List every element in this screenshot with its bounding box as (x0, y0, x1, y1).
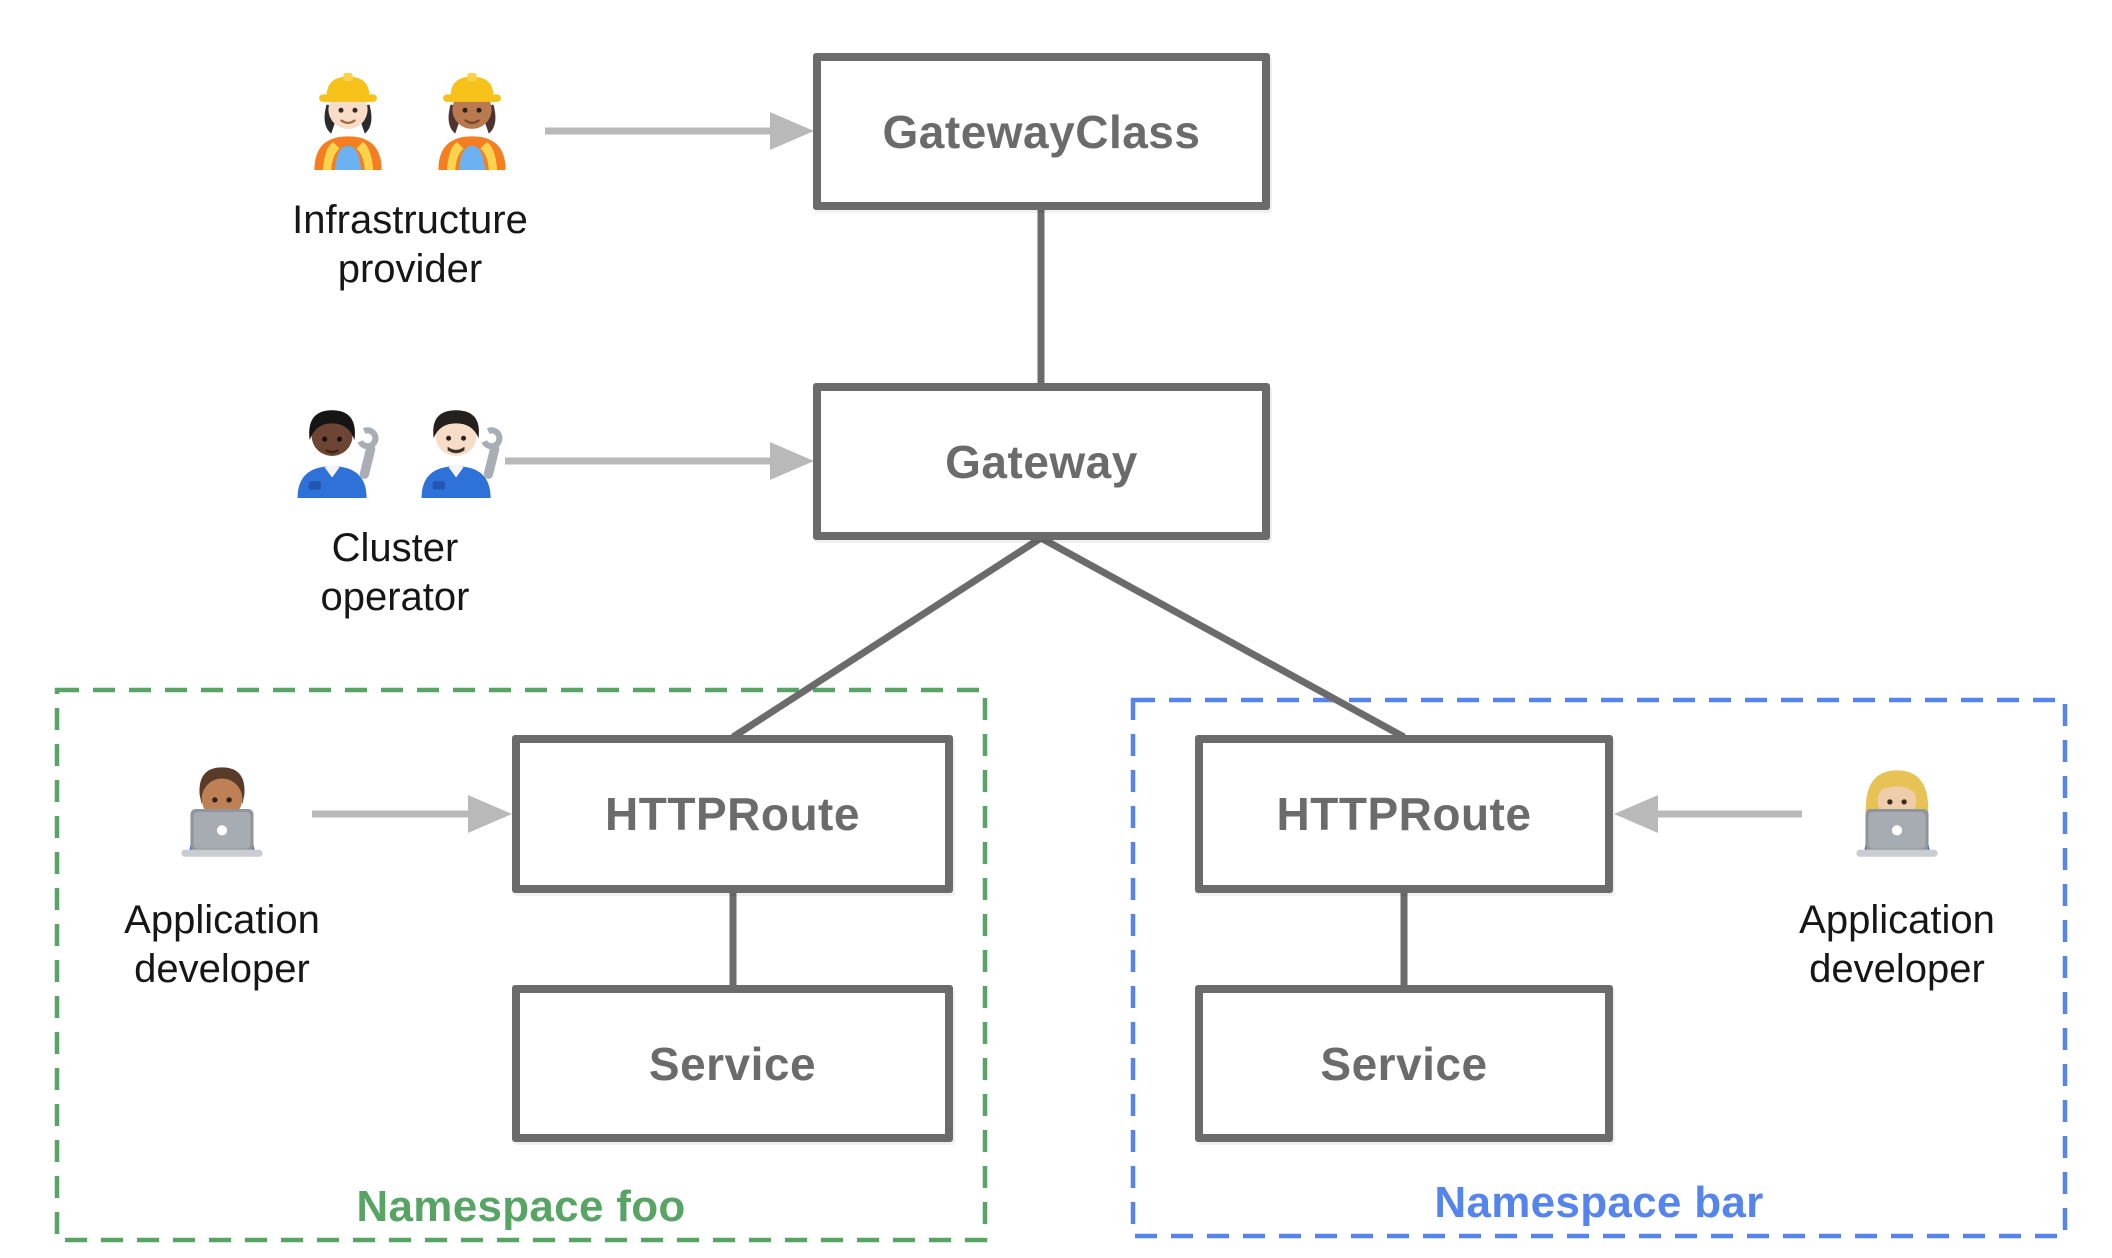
persona-cluster-operator: Cluster operator (270, 386, 520, 622)
arrowhead-icon (770, 442, 814, 480)
service-foo-node: Service (512, 985, 953, 1142)
arrowhead-icon (1614, 795, 1658, 833)
persona-icons (292, 58, 528, 170)
man-technologist-icon (181, 767, 263, 857)
arrow-developer-to-httproute-foo (312, 795, 512, 833)
arrow-developer-to-httproute-bar (1614, 795, 1802, 833)
gateway-node: Gateway (813, 383, 1270, 540)
gatewayclass-label: GatewayClass (882, 105, 1201, 158)
arrow-infrastructure-provider-to-gatewayclass (545, 112, 814, 150)
woman-construction-worker-medium-icon (438, 72, 506, 170)
woman-construction-worker-light-icon (314, 72, 382, 170)
namespace-bar-boundary (1130, 697, 2068, 1239)
namespace-bar-label: Namespace bar (1434, 1178, 1764, 1227)
service-foo-label: Service (648, 1037, 817, 1090)
httproute-foo-node: HTTPRoute (512, 735, 953, 893)
service-bar-node: Service (1195, 985, 1613, 1142)
namespace-foo-label: Namespace foo (356, 1182, 686, 1231)
gateway-label: Gateway (945, 435, 1138, 488)
resource-connectors (729, 208, 1408, 990)
persona-application-developer-bar: Application developer (1752, 748, 2042, 994)
service-bar-label: Service (1320, 1037, 1488, 1090)
man-mechanic-light-icon (421, 410, 503, 498)
persona-icons (161, 748, 283, 870)
woman-technologist-icon (1856, 770, 1938, 857)
arrowhead-icon (770, 112, 814, 150)
persona-infrastructure-provider: Infrastructure provider (250, 58, 570, 294)
persona-label-application-developer-foo: Application developer (124, 898, 320, 991)
persona-icons (277, 386, 513, 498)
persona-icons (1836, 748, 1958, 870)
httproute-bar-label: HTTPRoute (1276, 788, 1532, 840)
persona-label-infrastructure-provider: Infrastructure provider (292, 198, 528, 291)
persona-label-application-developer-bar: Application developer (1799, 898, 1995, 991)
mechanic-dark-icon (297, 410, 379, 498)
gatewayclass-node: GatewayClass (813, 53, 1270, 210)
arrowhead-icon (468, 795, 512, 833)
namespace-foo-boundary (54, 687, 988, 1243)
httproute-bar-node: HTTPRoute (1195, 735, 1613, 893)
edge-gateway-httproute-bar (1039, 534, 1406, 741)
persona-arrows (312, 112, 1802, 833)
persona-application-developer-foo: Application developer (77, 748, 367, 994)
edge-gateway-httproute-foo (731, 535, 1043, 740)
persona-label-cluster-operator: Cluster operator (320, 526, 470, 619)
httproute-foo-label: HTTPRoute (605, 788, 860, 840)
arrow-cluster-operator-to-gateway (505, 442, 814, 480)
